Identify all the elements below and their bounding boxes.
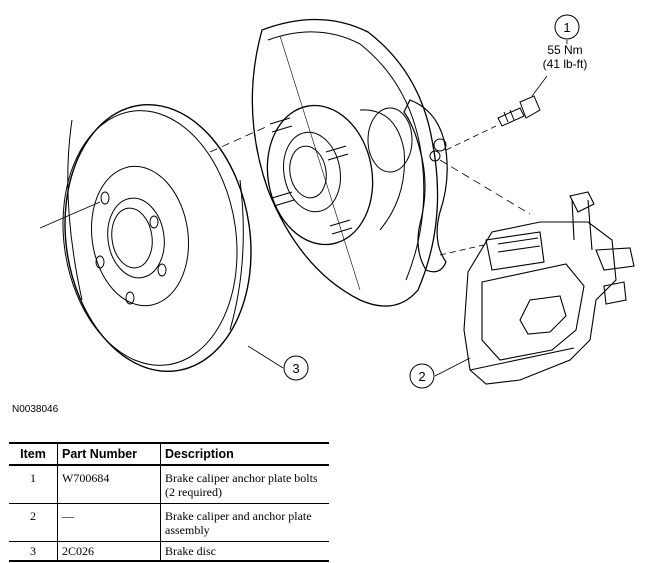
callout-2: 2 bbox=[409, 363, 435, 389]
callout-1-label: 1 bbox=[563, 20, 570, 35]
row-description: Brake disc bbox=[160, 541, 329, 562]
row-item: 1 bbox=[9, 465, 58, 504]
table-row: 1 W700684 Brake caliper anchor plate bol… bbox=[9, 465, 329, 504]
anchor-plate-bolt bbox=[497, 95, 541, 127]
brake-caliper-assembly bbox=[463, 191, 635, 385]
row-description: Brake caliper and anchor plate assembly bbox=[160, 503, 329, 542]
steering-knuckle bbox=[403, 99, 448, 273]
table-row: 2 — Brake caliper and anchor plate assem… bbox=[9, 503, 329, 542]
torque-spec: 55 Nm (41 lb-ft) bbox=[520, 43, 610, 71]
callout-leaders bbox=[247, 40, 568, 377]
header-description: Description bbox=[160, 442, 329, 466]
torque-lbft: (41 lb-ft) bbox=[542, 57, 588, 71]
alignment-lines bbox=[39, 125, 531, 256]
parts-table: Item Part Number Description 1 W700684 B… bbox=[9, 442, 329, 562]
table-row: 3 2C026 Brake disc bbox=[9, 541, 329, 562]
callout-2-label: 2 bbox=[418, 369, 425, 384]
torque-nm: 55 Nm bbox=[547, 43, 583, 57]
row-part-number: — bbox=[57, 503, 161, 542]
row-item: 2 bbox=[9, 503, 58, 542]
parts-table-header: Item Part Number Description bbox=[9, 442, 329, 466]
callout-1: 1 bbox=[554, 14, 580, 40]
row-part-number: W700684 bbox=[57, 465, 161, 504]
brake-disc bbox=[62, 103, 252, 373]
backing-plate bbox=[251, 18, 439, 307]
header-part-number: Part Number bbox=[57, 442, 161, 466]
wheel-hub bbox=[266, 104, 413, 246]
row-part-number: 2C026 bbox=[57, 541, 161, 562]
row-item: 3 bbox=[9, 541, 58, 562]
callout-3-label: 3 bbox=[292, 361, 299, 376]
figure-id: N0038046 bbox=[12, 404, 59, 415]
callout-3: 3 bbox=[283, 355, 309, 381]
brake-assembly-illustration: 1 3 2 bbox=[39, 14, 635, 389]
row-description: Brake caliper anchor plate bolts (2 requ… bbox=[160, 465, 329, 504]
header-item: Item bbox=[9, 442, 58, 466]
